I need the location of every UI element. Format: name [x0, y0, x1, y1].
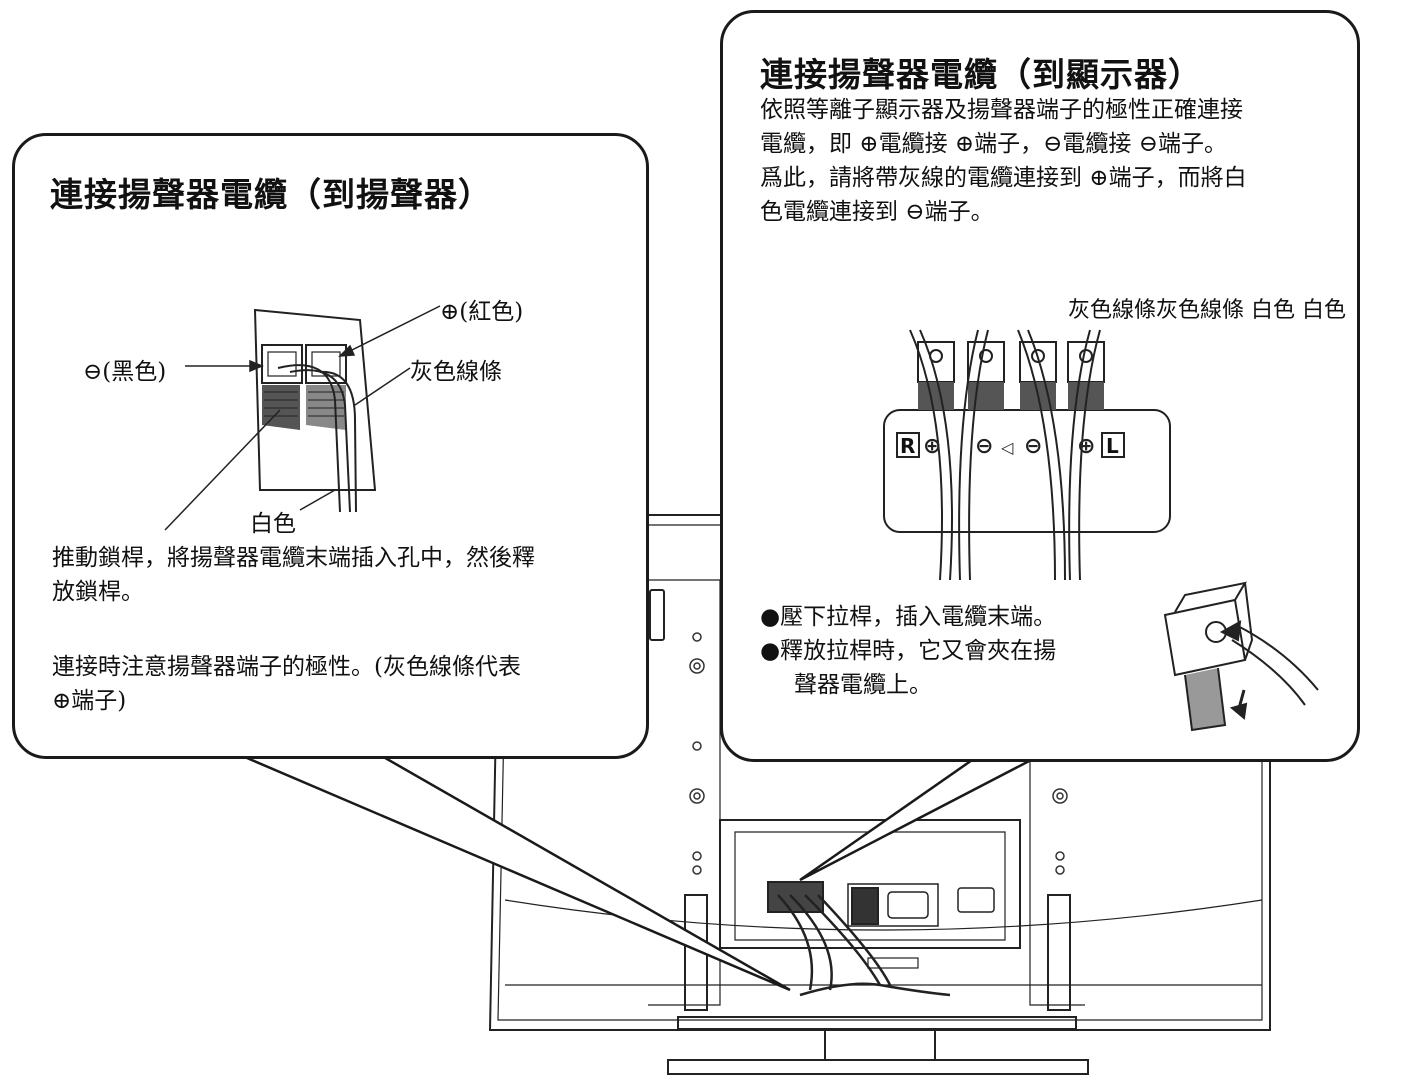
left-instruction-2: 連接時注意揚聲器端子的極性。(灰色線條代表 ⊕端子): [52, 650, 622, 718]
terminal-block: [883, 341, 1171, 533]
cables-to-display: [777, 894, 951, 997]
description-line-4: 色電纜連接到 ⊖端子。: [760, 199, 994, 225]
right-bullets: ●壓下拉桿，插入電纜末端。 ●釋放拉桿時，它又會夾在揚 聲器電纜上。: [760, 600, 1160, 702]
description-line-3: 爲此，請將帶灰線的電纜連接到 ⊕端子，而將白: [760, 165, 1247, 191]
left-panel-title: 連接揚聲器電纜（到揚聲器）: [50, 175, 492, 214]
terminal-l-letter: L: [1106, 434, 1119, 458]
instruction-1-line1: 推動鎖桿，將揚聲器電纜末端插入孔中，然後釋: [52, 545, 535, 571]
lever-detail-icon: [1163, 581, 1319, 732]
terminal-r-letter: R: [900, 434, 916, 458]
plus-red-label: ⊕(紅色): [440, 299, 524, 325]
connector-panel: [719, 819, 1021, 969]
svg-text:⊕: ⊕: [1077, 434, 1095, 459]
bullet-1: ●壓下拉桿，插入電纜末端。: [760, 604, 1057, 630]
svg-text:⊖: ⊖: [1024, 434, 1042, 459]
gray-line-label: 灰色線條: [410, 359, 502, 385]
description-line-1: 依照等離子顯示器及揚聲器端子的極性正確連接: [760, 97, 1243, 123]
right-panel-title: 連接揚聲器電纜（到顯示器）: [760, 55, 1202, 94]
instruction-2-line2: ⊕端子): [52, 688, 127, 714]
bullet-2-line2: 聲器電纜上。: [794, 672, 932, 698]
mounting-holes: [689, 632, 1068, 875]
leader-lines: [164, 305, 441, 531]
svg-text:◁: ◁: [1000, 438, 1014, 457]
callout-pointers: [239, 753, 1036, 992]
instruction-1-line2: 放鎖桿。: [52, 579, 144, 605]
bullet-2-line1: ●釋放拉桿時，它又會夾在揚: [760, 638, 1057, 664]
callout-to-speaker: [12, 133, 649, 759]
white-label: 白色: [250, 511, 296, 537]
instruction-2-line1: 連接時注意揚聲器端子的極性。(灰色線條代表: [52, 654, 521, 680]
left-instruction-1: 推動鎖桿，將揚聲器電纜末端插入孔中，然後釋 放鎖桿。: [52, 541, 622, 609]
svg-text:⊖: ⊖: [975, 434, 993, 459]
svg-text:⊕: ⊕: [923, 434, 941, 459]
minus-black-label: ⊖(黑色): [83, 359, 167, 385]
speaker-cables: [277, 364, 357, 513]
description-line-2: 電纜，即 ⊕電纜接 ⊕端子，⊖電纜接 ⊖端子。: [760, 131, 1228, 157]
polarity-marks: ⊕ ⊖ ◁ ⊖ ⊕: [896, 432, 1125, 459]
right-description: 依照等離子顯示器及揚聲器端子的極性正確連接 電纜，即 ⊕電纜接 ⊕端子，⊖電纜接…: [760, 93, 1350, 229]
display-cables: [909, 329, 1101, 581]
cable-color-labels: 灰色線條灰色線條 白色 白色: [1068, 298, 1346, 323]
